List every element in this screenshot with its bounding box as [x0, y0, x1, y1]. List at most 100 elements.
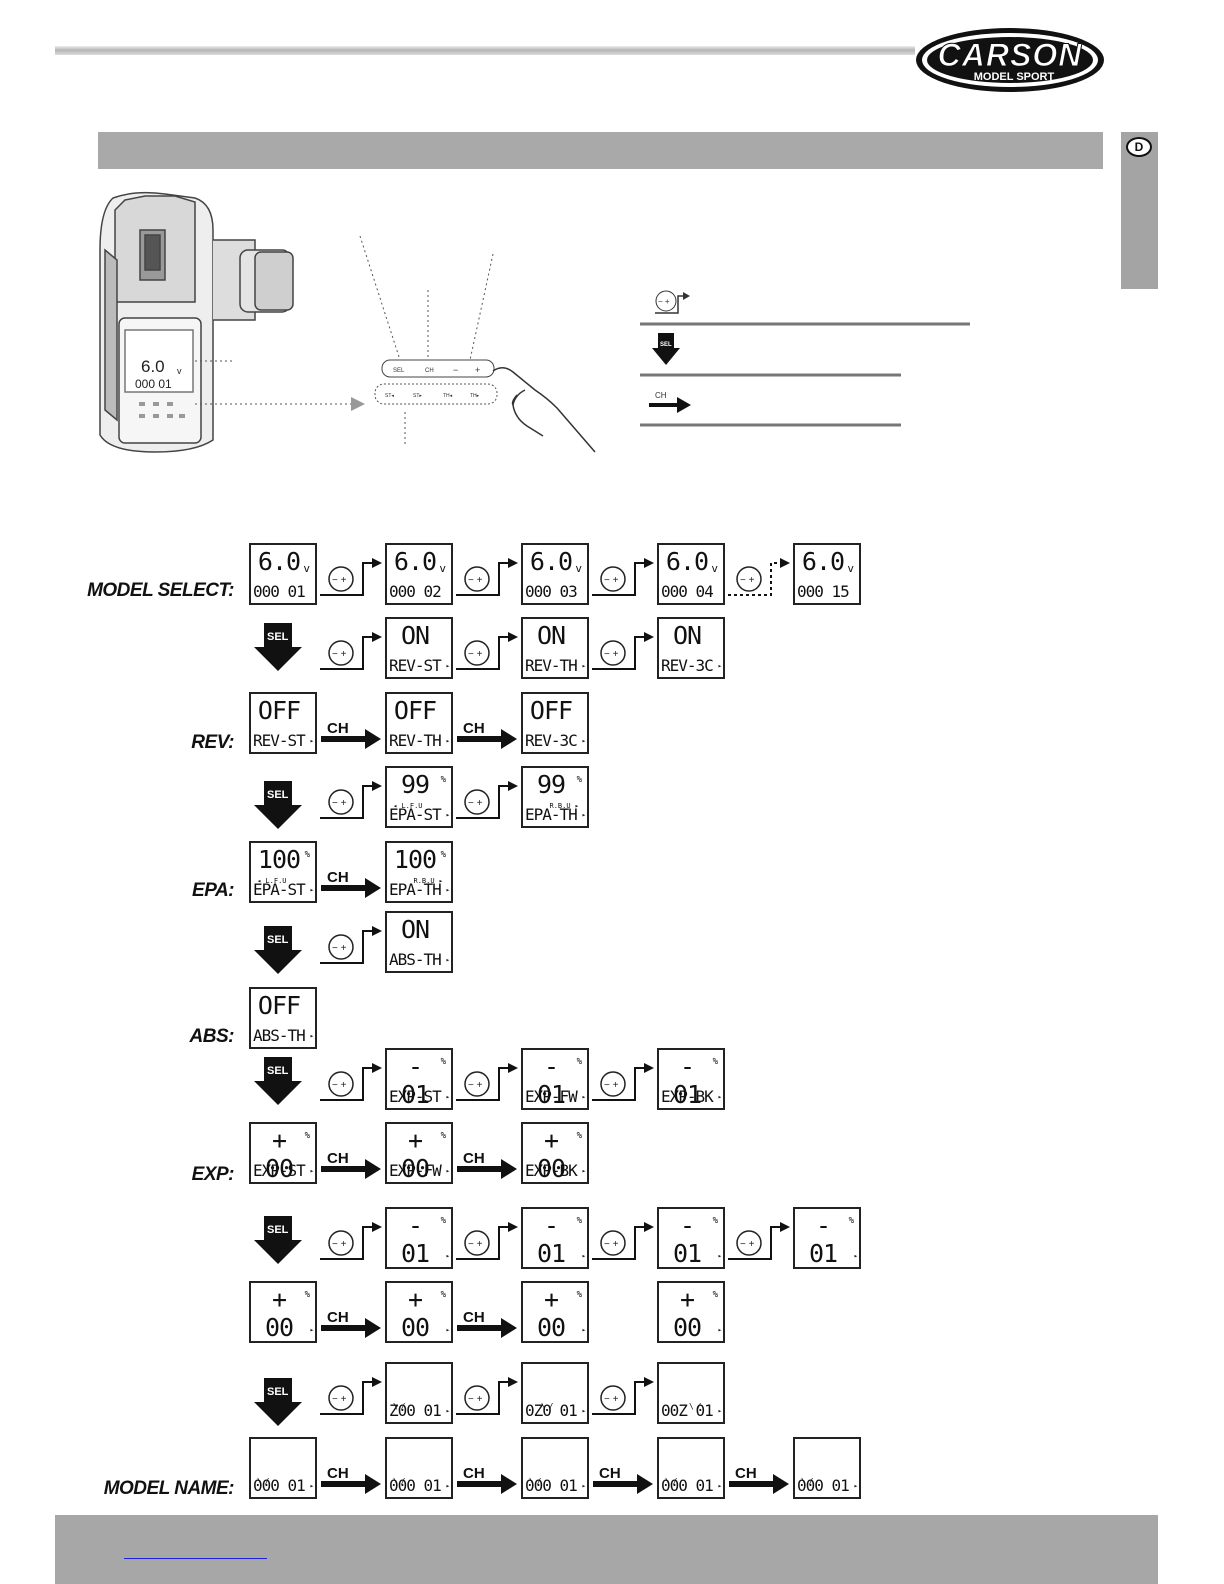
- minus-plus-label: − +: [740, 1239, 755, 1250]
- minus-plus-button-icon: [328, 640, 354, 666]
- arrow-head-icon: [644, 558, 654, 568]
- lcd-marker-icon: ▸: [445, 1093, 450, 1101]
- lcd-value: ON: [400, 621, 430, 650]
- svg-text:SEL: SEL: [660, 342, 672, 348]
- lcd-value: 100: [257, 845, 301, 874]
- flow-line: [728, 562, 781, 596]
- ch-arrow-icon: [501, 1318, 517, 1338]
- flow-line: [320, 636, 373, 670]
- lcd-unit: %: [440, 1057, 446, 1067]
- minus-plus-button-icon: [600, 1071, 626, 1097]
- key-th-right: TH▸: [470, 393, 480, 399]
- lcd-unit: v: [575, 562, 582, 575]
- lcd-label: ABS-TH: [389, 950, 442, 969]
- blink-indicator-icon: \ /: [801, 1477, 813, 1486]
- legend-sel-icon: SEL: [652, 333, 680, 365]
- label-epa: EPA:: [192, 880, 234, 901]
- arrow-head-icon: [372, 1063, 382, 1073]
- lcd-display: - 01%▸: [657, 1207, 725, 1269]
- lcd-label: 000 01: [797, 1476, 850, 1495]
- lcd-display: 000 01▸\ /: [657, 1437, 725, 1499]
- flow-line: [456, 1381, 509, 1415]
- ch-label: CH: [463, 1150, 485, 1167]
- mini-model-number: 000 01: [135, 377, 172, 391]
- lcd-marker-icon: ▸: [309, 1167, 314, 1175]
- lcd-unit: %: [576, 1057, 582, 1067]
- lcd-label: REV-TH: [525, 656, 578, 675]
- lcd-label: EPA-ST: [389, 805, 442, 824]
- flow-line: [456, 785, 509, 819]
- ch-label: CH: [327, 1150, 349, 1167]
- legend-ch-icon: CH: [649, 391, 691, 413]
- key-minus: −: [453, 365, 458, 375]
- flow-line: [320, 785, 373, 819]
- legend-minus-plus-icon: − +: [655, 290, 690, 314]
- flow-line: [320, 1067, 373, 1101]
- flow-line: [592, 1226, 645, 1260]
- lcd-label: 000 04: [661, 582, 714, 601]
- footer-link-underline: [124, 1558, 267, 1559]
- lcd-marker-icon: ▸: [309, 1326, 314, 1334]
- sel-arrow-head: [254, 950, 302, 974]
- lcd-display: - 01%EXP-FW▸: [521, 1048, 589, 1110]
- blink-indicator-icon: \ /: [689, 1402, 701, 1411]
- lcd-label: 000 01: [253, 1476, 306, 1495]
- finger-hand-icon: [492, 367, 596, 453]
- arrow-head-icon: [780, 1222, 790, 1232]
- mini-keypad: [139, 402, 185, 418]
- minus-plus-button-icon: [600, 1385, 626, 1411]
- lcd-display: 000 01▸\ /: [793, 1437, 861, 1499]
- flow-line: [320, 1381, 373, 1415]
- arrow-head-icon: [644, 1222, 654, 1232]
- ch-label: CH: [463, 720, 485, 737]
- lcd-direction: R.B.U ▸: [549, 802, 579, 810]
- lcd-label: 000 01: [253, 582, 306, 601]
- svg-text:− +: − +: [658, 297, 670, 306]
- label-model-name: MODEL NAME:: [103, 1478, 235, 1499]
- sel-label: SEL: [267, 934, 289, 946]
- lcd-value: OFF: [257, 991, 301, 1020]
- lcd-marker-icon: ▸: [445, 1252, 450, 1260]
- lcd-label: 00Z 01: [661, 1401, 714, 1420]
- lcd-label: EPA-ST: [253, 880, 306, 899]
- lcd-label: 000 02: [389, 582, 442, 601]
- ch-arrow-icon: [501, 1474, 517, 1494]
- key-th-left: TH◂: [443, 393, 453, 399]
- arrow-head-icon: [372, 926, 382, 936]
- lcd-value: 99: [536, 770, 566, 799]
- lcd-unit: %: [304, 1290, 310, 1300]
- lcd-marker-icon: ▸: [581, 1167, 586, 1175]
- lcd-direction: ◂ L.F.U: [257, 877, 287, 885]
- lcd-value: ON: [536, 621, 566, 650]
- lcd-label: 000 01: [389, 1476, 442, 1495]
- minus-plus-button-icon: [464, 1071, 490, 1097]
- minus-plus-label: − +: [468, 1394, 483, 1405]
- lcd-value: - 01: [400, 1052, 430, 1109]
- lcd-value: + 00: [536, 1126, 566, 1183]
- section-title-bar: [98, 132, 1103, 169]
- lcd-marker-icon: ▸: [445, 662, 450, 670]
- minus-plus-label: − +: [332, 798, 347, 809]
- minus-plus-button-icon: [600, 1230, 626, 1256]
- brand-tagline: MODEL SPORT: [974, 71, 1055, 83]
- lcd-label: REV-ST: [253, 731, 306, 750]
- lcd-marker-icon: ▸: [309, 1482, 314, 1490]
- sel-arrow-icon: [264, 1057, 292, 1081]
- minus-plus-button-icon: [328, 1385, 354, 1411]
- lcd-marker-icon: ▸: [717, 1252, 722, 1260]
- label-rev: REV:: [191, 732, 234, 753]
- lcd-label: REV-TH: [389, 731, 442, 750]
- lcd-display: + 00%EXP-ST▸: [249, 1122, 317, 1184]
- lcd-unit: %: [440, 775, 446, 785]
- minus-plus-button-icon: [736, 566, 762, 592]
- lcd-marker-icon: ▸: [717, 662, 722, 670]
- minus-plus-label: − +: [332, 943, 347, 954]
- ch-label: CH: [327, 720, 349, 737]
- lcd-display: 00Z 01▸\ /: [657, 1362, 725, 1424]
- sel-label: SEL: [267, 631, 289, 643]
- lcd-label: 000 03: [525, 582, 578, 601]
- lcd-label: 000 01: [661, 1476, 714, 1495]
